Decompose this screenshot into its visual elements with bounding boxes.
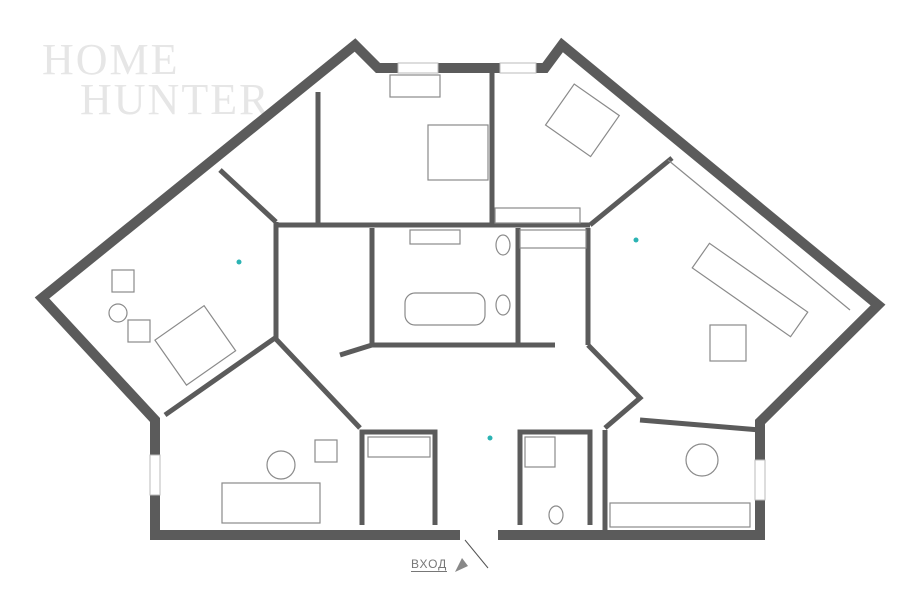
bed-top-center bbox=[427, 124, 489, 181]
coffee-table bbox=[709, 324, 747, 362]
entrance-label: ВХОД bbox=[411, 557, 448, 572]
round-table-living bbox=[266, 450, 296, 480]
marker bbox=[633, 237, 639, 243]
armchair bbox=[314, 439, 338, 463]
sofa bbox=[691, 242, 809, 338]
window bbox=[754, 459, 766, 501]
toilet bbox=[495, 234, 511, 256]
outer-wall bbox=[34, 37, 886, 540]
entrance-arrow-head bbox=[455, 558, 468, 572]
wardrobe bbox=[519, 229, 587, 249]
markers bbox=[236, 237, 639, 441]
window bbox=[397, 62, 439, 74]
entrance-arrow bbox=[464, 539, 489, 569]
wall bbox=[163, 334, 362, 430]
logo-line-1: HOME bbox=[42, 35, 180, 84]
armchair bbox=[127, 319, 151, 343]
wall bbox=[218, 168, 278, 224]
marker bbox=[487, 435, 493, 441]
wall bbox=[639, 417, 761, 433]
tv-wall bbox=[667, 159, 851, 311]
wall bbox=[359, 429, 438, 525]
interior-walls bbox=[163, 72, 761, 530]
wardrobe bbox=[494, 207, 581, 224]
dining-table bbox=[685, 443, 719, 477]
bed-left bbox=[154, 304, 237, 386]
wall bbox=[588, 156, 674, 227]
home-hunter-logo: HOME HUNTER bbox=[42, 35, 271, 124]
round-table bbox=[108, 303, 128, 323]
bathtub bbox=[404, 292, 486, 326]
armchair bbox=[111, 269, 135, 293]
sofa-living bbox=[221, 482, 321, 524]
wall bbox=[369, 228, 555, 348]
marker bbox=[236, 259, 242, 265]
windows bbox=[149, 62, 766, 501]
toilet bbox=[495, 294, 511, 316]
toilet bbox=[548, 505, 564, 525]
kitchen-counter bbox=[609, 502, 751, 528]
logo-line-2: HUNTER bbox=[80, 75, 271, 124]
wall bbox=[339, 342, 373, 358]
shower bbox=[524, 436, 556, 468]
wall bbox=[517, 429, 593, 525]
wall bbox=[586, 343, 644, 430]
furniture bbox=[108, 74, 851, 528]
window bbox=[499, 62, 537, 74]
bed-top-right bbox=[544, 83, 621, 158]
walls bbox=[34, 37, 886, 540]
closet bbox=[367, 436, 431, 458]
sink bbox=[409, 229, 461, 245]
desk bbox=[389, 74, 441, 98]
window bbox=[149, 454, 161, 496]
